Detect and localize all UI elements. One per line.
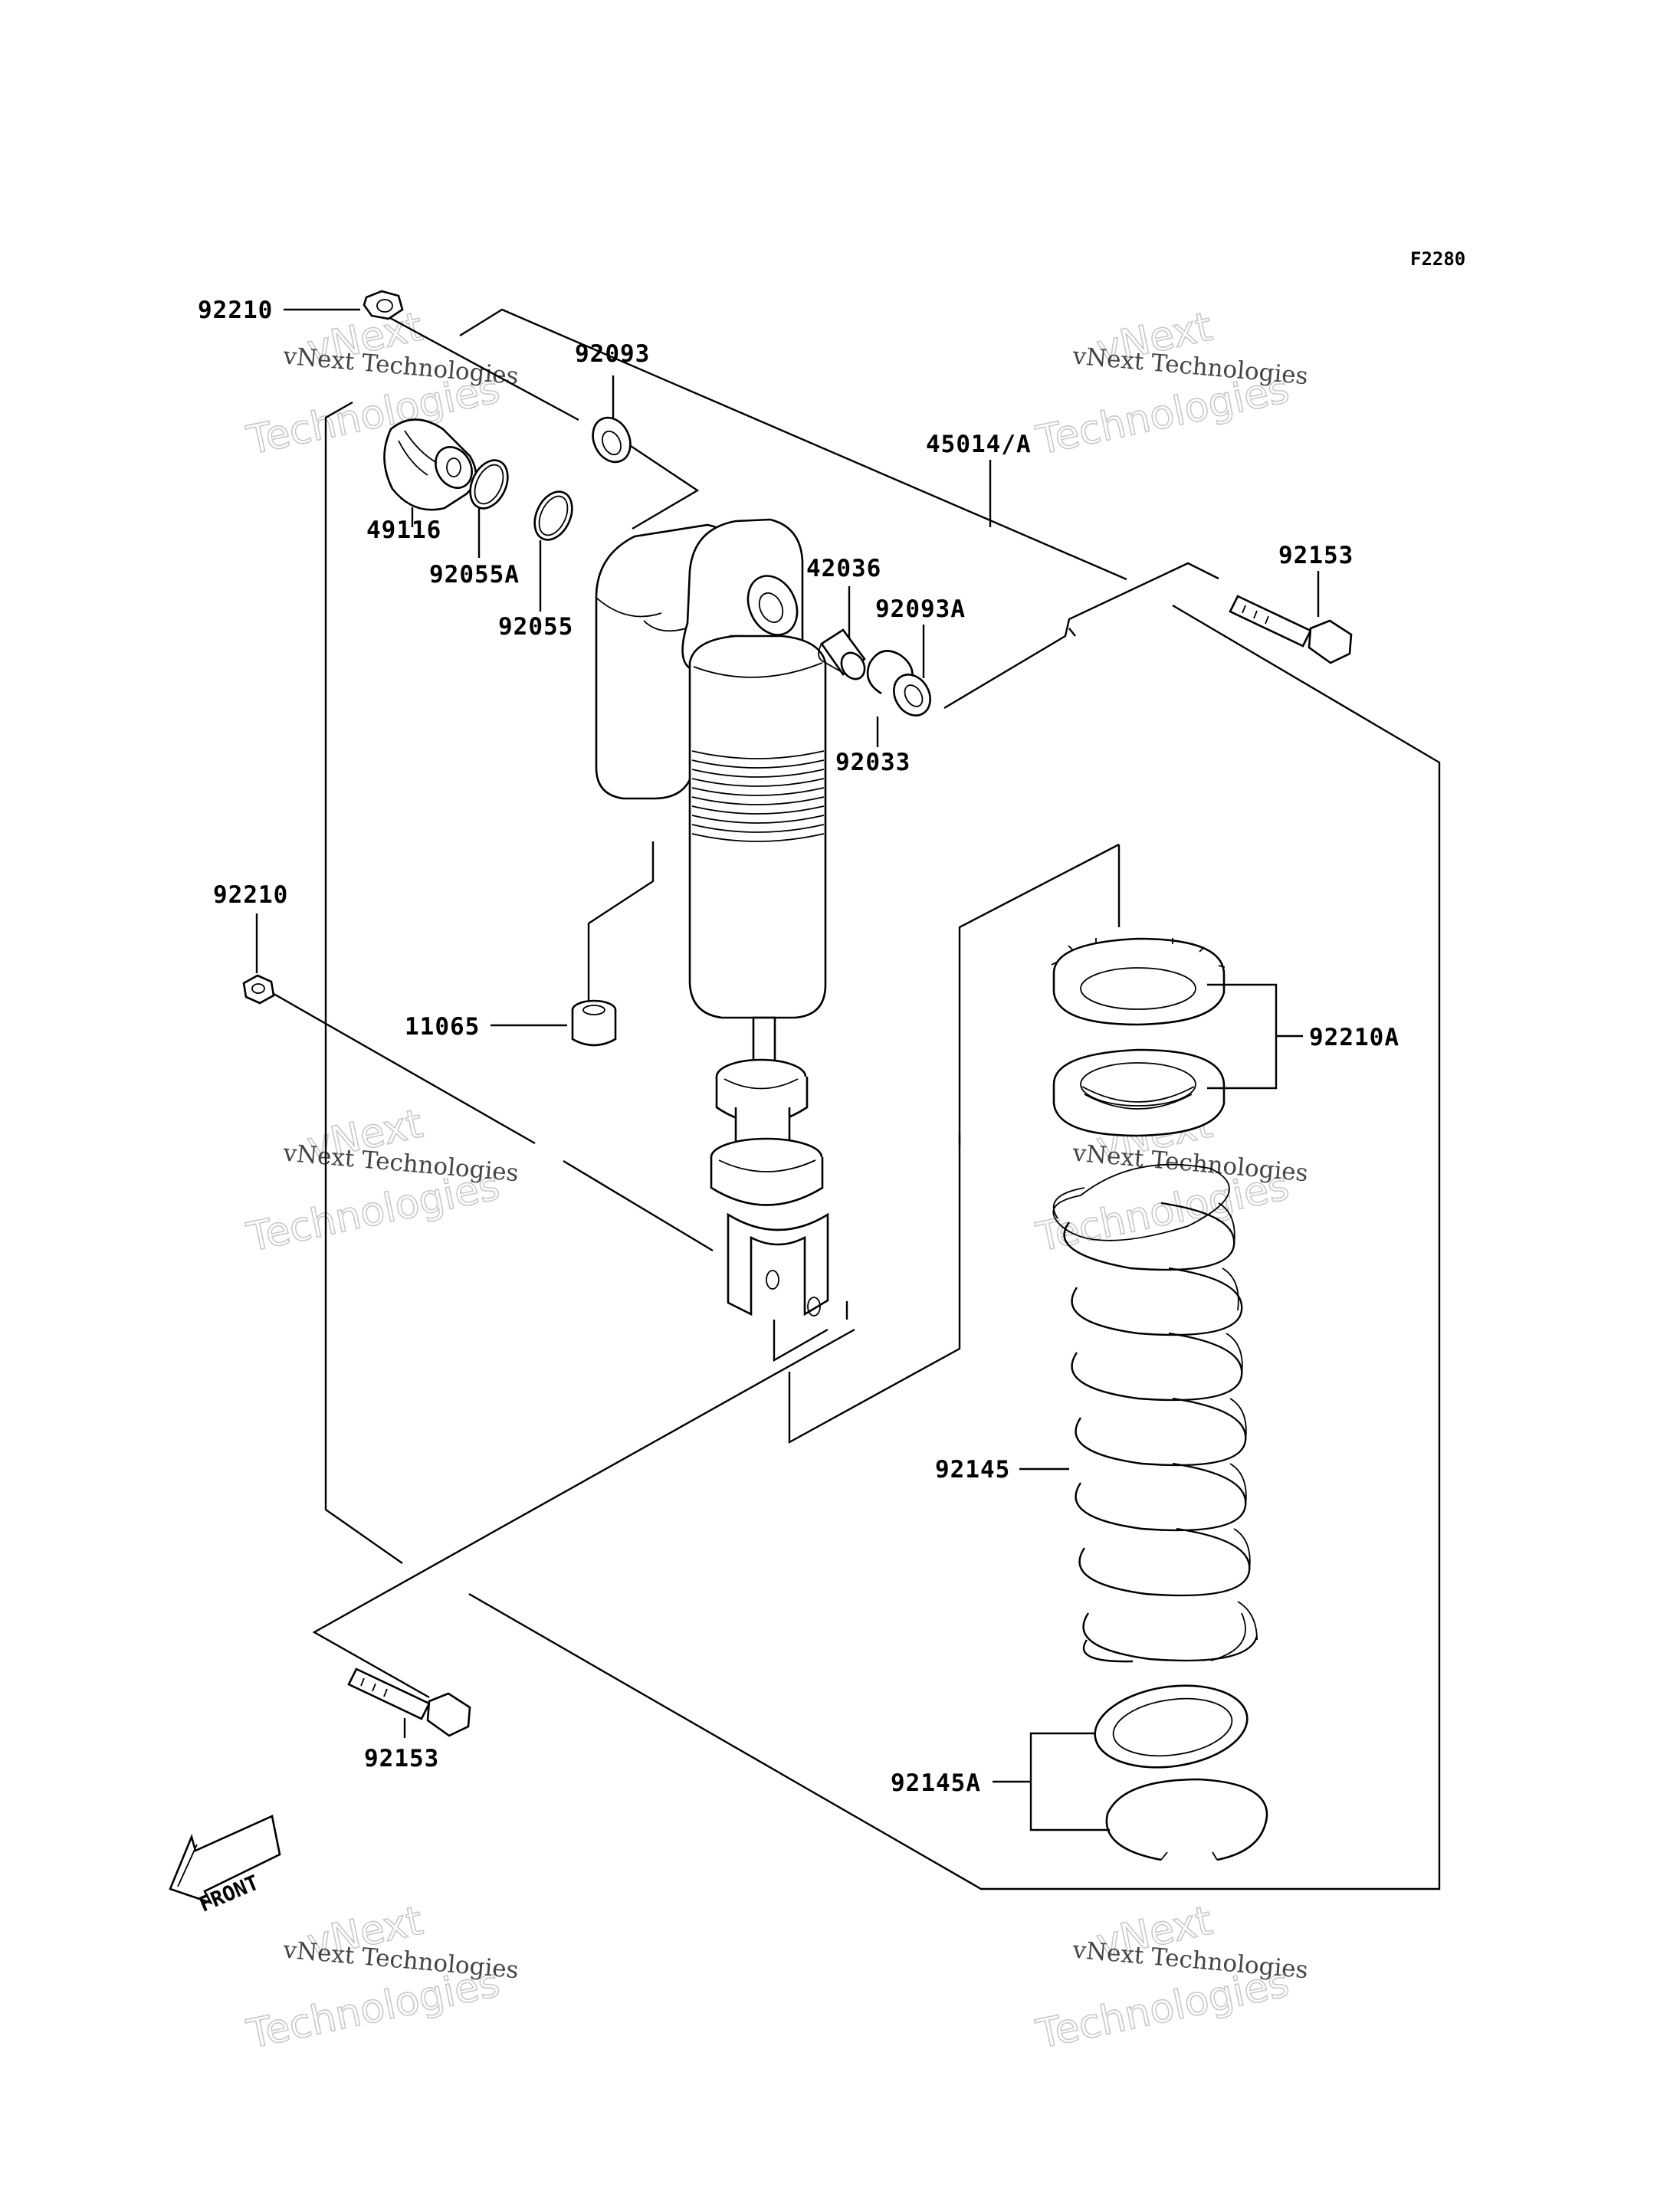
- label-92145: 92145: [935, 1456, 1010, 1484]
- part-42036-collar: [818, 628, 866, 680]
- watermark-bottom-right: vNext Technologies vNext Technologies: [1032, 1897, 1309, 2059]
- watermark-mid-left: vNext Technologies vNext Technologies: [242, 1100, 520, 1262]
- label-49116: 49116: [366, 516, 441, 544]
- label-92210-mid: 92210: [213, 881, 288, 909]
- watermark-bottom-left: vNext Technologies vNext Technologies: [242, 1897, 520, 2059]
- label-92055a: 92055A: [429, 561, 520, 589]
- part-92210a-spring-nuts: [1051, 937, 1226, 1137]
- part-92210-top-nut: [363, 290, 404, 320]
- lower-mount-leader: [264, 987, 714, 1252]
- part-92093-washer: [592, 416, 632, 464]
- label-11065: 11065: [405, 1013, 480, 1041]
- label-92153-top: 92153: [1278, 542, 1354, 569]
- cylinder-threads: [691, 750, 825, 842]
- part-92145-spring: [1052, 1163, 1258, 1663]
- assembly-boundary-45014: [324, 308, 1441, 1890]
- label-42036: 42036: [806, 555, 881, 582]
- part-11065-bushing: [571, 999, 617, 1047]
- part-92145a-seat-and-clip: [1094, 1684, 1268, 1861]
- figure-code: F2280: [1410, 248, 1465, 270]
- label-leaders: [255, 308, 1320, 1831]
- label-92145a: 92145A: [891, 1769, 981, 1797]
- label-45014: 45014/A: [926, 431, 1032, 458]
- part-49116-bushing: [383, 418, 477, 511]
- label-92210-top: 92210: [198, 297, 273, 324]
- label-92055: 92055: [498, 613, 573, 641]
- part-labels: 92210 92093 45014/A 49116 92055A 92055 4…: [198, 297, 1399, 1797]
- watermark-top-left: vNext Technologies vNext Technologies: [242, 303, 520, 465]
- lower-bolt-leader: [312, 1301, 855, 1699]
- spring-group-boundary: [788, 843, 1121, 1444]
- bushing-leader: [587, 841, 655, 1004]
- part-92210-mid-nut: [242, 974, 275, 1005]
- label-92153-bottom: 92153: [364, 1745, 439, 1772]
- label-92093: 92093: [575, 340, 650, 368]
- part-92055a-oring: [469, 459, 509, 510]
- part-92093a-washer: [893, 674, 931, 716]
- part-92153-bottom-bolt: [347, 1667, 471, 1737]
- label-92210a: 92210A: [1309, 1024, 1399, 1051]
- front-direction-arrow: FRONT: [169, 1815, 281, 1917]
- part-shock-absorber-body: [595, 518, 829, 1317]
- part-92055-oring: [533, 490, 573, 541]
- watermark-top-right: vNext Technologies vNext Technologies: [1032, 303, 1309, 465]
- top-pivot-leaders: [371, 307, 1219, 710]
- part-92153-top-bolt: [1229, 595, 1353, 664]
- label-92093a: 92093A: [875, 595, 966, 623]
- label-92033: 92033: [835, 749, 911, 776]
